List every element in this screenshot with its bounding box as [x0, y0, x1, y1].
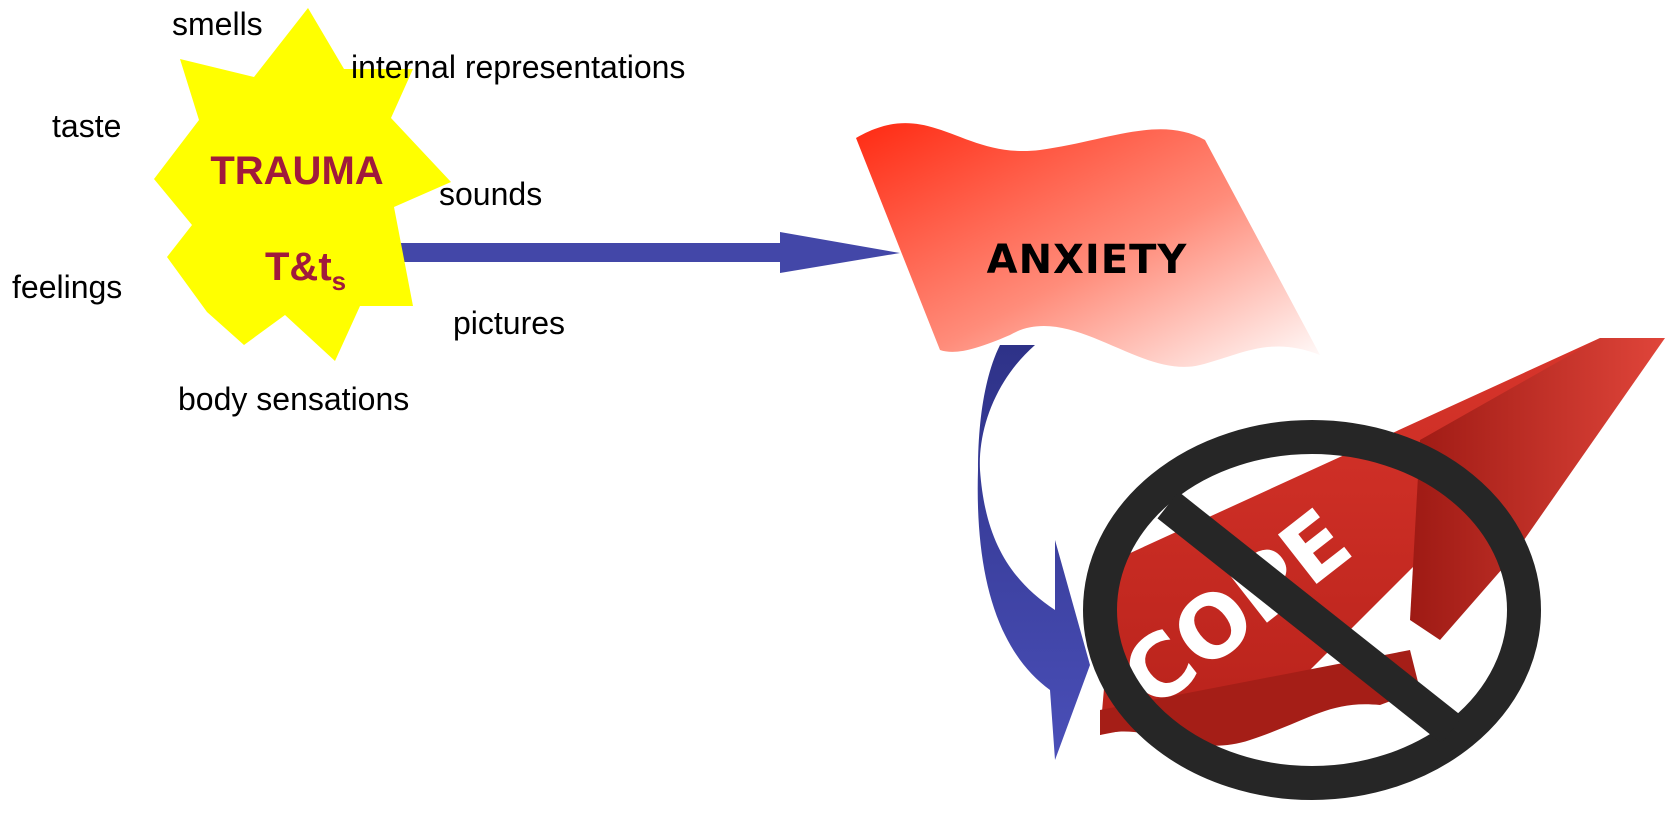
- sense-feelings: feelings: [12, 269, 122, 305]
- sense-sounds: sounds: [439, 176, 542, 212]
- sense-body-sensations: body sensations: [178, 381, 409, 417]
- trauma-label: TRAUMA: [210, 149, 383, 193]
- anxiety-label: ANXIETY: [987, 237, 1188, 283]
- trauma-subtitle-main: T&t: [265, 245, 332, 289]
- right-arrow: [398, 232, 900, 273]
- sense-taste: taste: [52, 108, 121, 144]
- curved-down-arrow: [978, 345, 1090, 760]
- trauma-subtitle-sub: s: [332, 266, 346, 296]
- sense-smells: smells: [172, 6, 263, 42]
- sense-internal-representations: internal representations: [351, 49, 685, 85]
- sense-pictures: pictures: [453, 305, 565, 341]
